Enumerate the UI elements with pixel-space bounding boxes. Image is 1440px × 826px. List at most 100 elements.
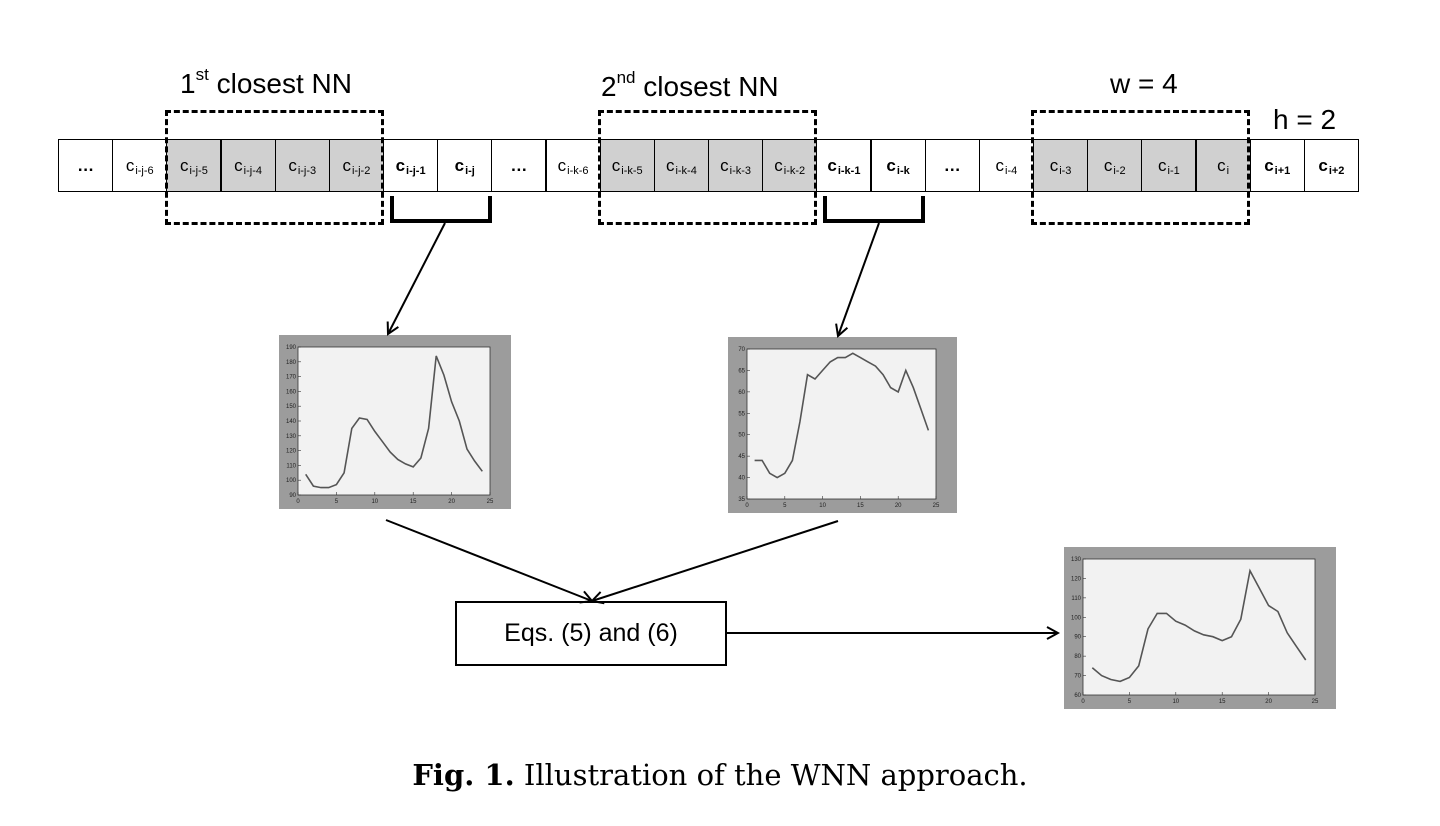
y-tick-label: 50 — [738, 433, 745, 439]
y-tick-label: 90 — [1074, 635, 1081, 641]
cell-symbol: c — [774, 155, 783, 175]
sequence-cell: … — [491, 139, 547, 192]
y-tick-label: 190 — [286, 345, 297, 351]
cell-subscript: i-j-3 — [297, 164, 317, 177]
y-tick-label: 100 — [286, 478, 297, 484]
x-tick-label: 5 — [1128, 699, 1132, 705]
y-tick-label: 140 — [286, 419, 297, 425]
series-line — [754, 352, 930, 479]
arrow-to-second-plot — [838, 222, 880, 336]
x-tick-label: 25 — [1312, 699, 1319, 705]
cell-symbol: c — [611, 155, 621, 175]
x-tick-label: 15 — [857, 503, 864, 509]
second-nn-label: 2nd closest NN — [601, 68, 779, 102]
cell-symbol: c — [665, 155, 675, 175]
cell-subscript: i-1 — [1167, 164, 1180, 177]
x-tick-label: 20 — [1265, 699, 1272, 705]
series-line — [1091, 568, 1307, 683]
cell-symbol: … — [510, 155, 528, 175]
cell-subscript: i-j-1 — [406, 164, 426, 177]
x-tick-label: 25 — [487, 499, 494, 505]
cell-subscript: i — [1226, 164, 1230, 177]
figure-caption: Fig. 1. Illustration of the WNN approach… — [412, 758, 1028, 792]
arrow-first-plot-to-eq — [385, 519, 592, 601]
cell-symbol: c — [720, 155, 729, 175]
y-tick-label: 130 — [1071, 557, 1082, 563]
cell-subscript: i-k-3 — [729, 164, 752, 177]
equation-box: Eqs. (5) and (6) — [455, 601, 727, 666]
arrow-second-plot-to-eq — [592, 520, 839, 601]
cell-subscript: i-2 — [1113, 164, 1126, 177]
y-tick-label: 100 — [1071, 615, 1082, 621]
second-nn-window — [598, 110, 817, 225]
cell-symbol: c — [234, 155, 243, 175]
cell-symbol: … — [943, 155, 961, 175]
horizon-label: h = 2 — [1273, 104, 1337, 135]
y-tick-label: 40 — [738, 476, 745, 482]
cell-symbol: c — [342, 155, 351, 175]
cell-symbol: c — [179, 155, 189, 175]
y-tick-label: 70 — [1074, 674, 1081, 680]
y-tick-label: 90 — [289, 493, 296, 499]
x-tick-label: 10 — [1172, 699, 1179, 705]
x-tick-label: 20 — [895, 503, 902, 509]
cell-symbol: c — [1318, 155, 1328, 175]
y-tick-label: 80 — [1074, 654, 1081, 660]
cell-subscript: i-k-6 — [567, 164, 589, 177]
x-tick-label: 15 — [1219, 699, 1226, 705]
cell-symbol: c — [827, 155, 837, 175]
sequence-cell: … — [58, 139, 114, 192]
cell-subscript: i-k — [896, 164, 910, 177]
cell-symbol: c — [1103, 155, 1113, 175]
current-window — [1031, 110, 1250, 225]
y-tick-label: 130 — [286, 434, 297, 440]
y-tick-label: 65 — [738, 368, 745, 374]
cell-subscript: i-j-2 — [351, 164, 371, 177]
cell-subscript: i+2 — [1328, 164, 1345, 177]
cell-symbol: … — [77, 155, 95, 175]
series-line — [305, 355, 483, 489]
y-tick-label: 35 — [738, 497, 745, 503]
x-tick-label: 0 — [1081, 699, 1085, 705]
cell-subscript: i-k-2 — [783, 164, 806, 177]
cell-symbol: c — [1049, 155, 1059, 175]
y-tick-label: 55 — [738, 411, 745, 417]
x-tick-label: 10 — [371, 499, 378, 505]
y-tick-label: 60 — [1074, 693, 1081, 699]
cell-symbol: c — [1264, 155, 1274, 175]
cell-symbol: c — [395, 155, 406, 175]
cell-symbol: c — [886, 155, 896, 175]
x-tick-label: 0 — [745, 503, 749, 509]
y-tick-label: 180 — [286, 360, 297, 366]
second-nn-bracket — [823, 196, 925, 223]
y-tick-label: 60 — [738, 390, 745, 396]
plot-axes — [1082, 558, 1316, 696]
cell-symbol: c — [454, 155, 465, 175]
cell-subscript: i-3 — [1059, 164, 1072, 177]
x-tick-label: 15 — [410, 499, 417, 505]
x-tick-label: 20 — [448, 499, 455, 505]
y-tick-label: 120 — [286, 449, 297, 455]
cell-subscript: i-j-5 — [189, 164, 208, 177]
first-nn-label: 1st closest NN — [180, 65, 352, 99]
plot-axes — [297, 346, 491, 496]
arrow-to-first-plot — [388, 222, 446, 334]
cell-subscript: i-j — [465, 164, 475, 177]
cell-symbol: c — [125, 155, 135, 175]
